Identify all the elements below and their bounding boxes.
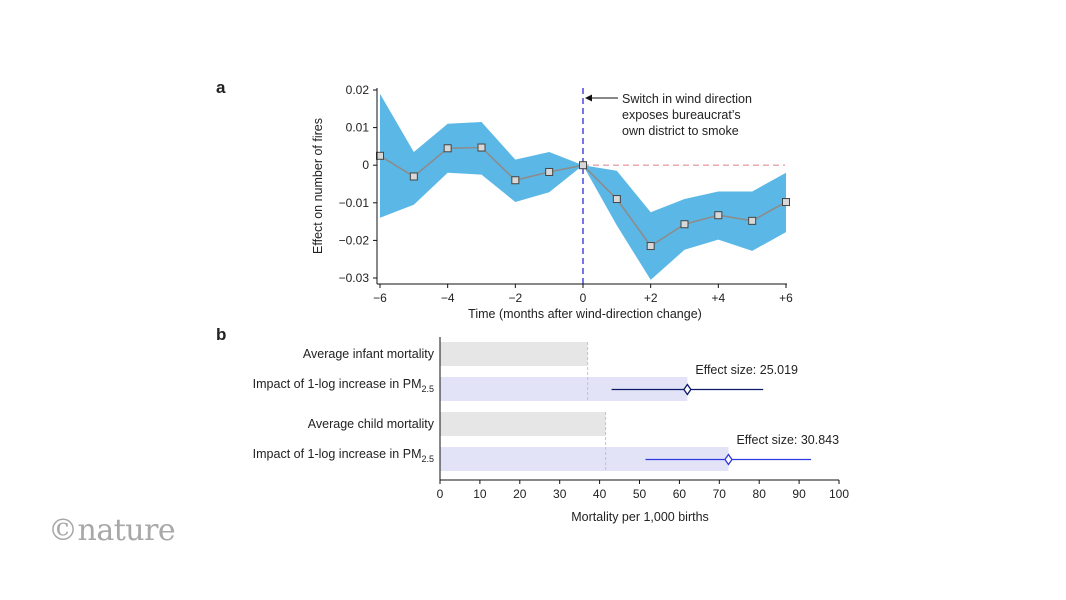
child-average-label: Average child mortality — [308, 417, 435, 431]
infant-mortality-average-bar — [440, 342, 588, 366]
effect-marker — [511, 176, 520, 185]
panel-b-label: b — [216, 325, 226, 344]
child-mortality-effect-marker — [724, 453, 733, 466]
panel-a-x-axis-title: Time (months after wind-direction change… — [468, 307, 702, 321]
y-tick-label: 0 — [362, 158, 369, 172]
x-tick-label: 80 — [753, 487, 767, 501]
annotation-line-2: exposes bureaucrat’s — [622, 108, 741, 122]
y-tick-label: −0.02 — [339, 233, 370, 247]
x-tick-label: −2 — [508, 291, 522, 305]
x-tick-label: +2 — [644, 291, 658, 305]
annotation-line-1: Switch in wind direction — [622, 92, 752, 106]
effect-marker — [376, 151, 384, 160]
infant-impact-label: Impact of 1-log increase in PM2.5 — [253, 377, 434, 394]
effect-marker — [443, 144, 452, 153]
effect-marker — [714, 211, 723, 220]
effect-marker — [545, 167, 554, 176]
x-tick-label: −4 — [441, 291, 455, 305]
y-tick-label: 0.01 — [346, 121, 370, 135]
x-tick-label: 30 — [553, 487, 567, 501]
x-tick-label: 0 — [580, 291, 587, 305]
child-mortality-average-bar — [440, 412, 606, 436]
panel-b-x-axis-title: Mortality per 1,000 births — [571, 510, 709, 524]
x-tick-label: 10 — [473, 487, 487, 501]
x-tick-label: 50 — [633, 487, 647, 501]
x-tick-label: 60 — [673, 487, 687, 501]
infant-mortality-effect-marker — [683, 383, 692, 396]
panel-b-axes: 0 10 20 30 40 50 60 70 80 90 100 — [437, 337, 849, 501]
annotation-line-3: own district to smoke — [622, 124, 739, 138]
effect-markers — [376, 143, 790, 251]
y-tick-label: −0.01 — [339, 196, 370, 210]
annotation: Switch in wind direction exposes bureauc… — [585, 92, 752, 138]
effect-marker — [782, 198, 790, 207]
y-tick-label: −0.03 — [339, 271, 370, 285]
x-tick-label: 40 — [593, 487, 607, 501]
panel-a-label: a — [216, 78, 226, 97]
effect-marker — [612, 195, 621, 204]
panel-b: b Average infant mortality Impact of 1-l… — [216, 325, 849, 524]
x-tick-label: 90 — [792, 487, 806, 501]
infant-effect-size-label: Effect size: 25.019 — [695, 363, 798, 377]
effect-marker — [680, 220, 689, 229]
effect-marker — [748, 216, 757, 225]
child-effect-size-label: Effect size: 30.843 — [736, 433, 839, 447]
x-tick-label: 70 — [713, 487, 727, 501]
x-tick-label: 0 — [437, 487, 444, 501]
confidence-band — [380, 93, 786, 280]
effect-marker — [646, 242, 655, 251]
y-tick-label: 0.02 — [346, 83, 370, 97]
nature-logo: ©nature — [48, 513, 175, 548]
panel-a-y-axis-title: Effect on number of fires — [311, 118, 325, 254]
x-tick-label: +6 — [779, 291, 793, 305]
x-tick-label: 20 — [513, 487, 527, 501]
effect-marker — [477, 143, 486, 152]
infant-average-label: Average infant mortality — [303, 347, 435, 361]
x-tick-label: −6 — [373, 291, 387, 305]
panel-a-axes: 0.02 0.01 0 −0.01 −0.02 −0.03−6 −4 −2 0 +2 +4 +6 — [339, 83, 794, 305]
x-tick-label: 100 — [829, 487, 849, 501]
effect-marker — [579, 161, 587, 170]
child-impact-label: Impact of 1-log increase in PM2.5 — [253, 447, 434, 464]
annotation-arrow-head — [585, 94, 592, 102]
effect-marker — [409, 172, 418, 181]
x-tick-label: +4 — [711, 291, 725, 305]
